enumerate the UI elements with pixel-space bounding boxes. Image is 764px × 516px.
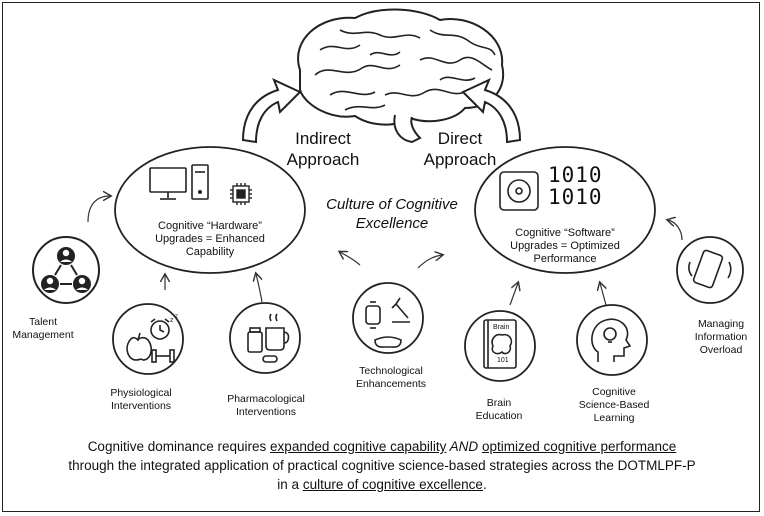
binary-code-icon: 1010 1010 [548, 164, 603, 208]
technological-icon [352, 282, 424, 354]
pharmacological-label: Pharmacological Interventions [227, 393, 305, 418]
caption-line-1: Cognitive dominance requires expanded co… [6, 437, 758, 456]
indirect-approach-label: Indirect Approach [286, 129, 360, 169]
caption-culture: culture of cognitive excellence [302, 477, 483, 492]
caption-line3-post: . [482, 477, 487, 492]
physiological-label: Physiological Interventions [110, 387, 172, 412]
binary-line-1: 1010 [548, 163, 603, 187]
talent-management-icon [32, 236, 100, 304]
pharmacological-icon [229, 302, 301, 374]
computer-icon [149, 164, 209, 200]
caption-line1-pre: Cognitive dominance requires [87, 439, 271, 454]
brain-education-label: Brain Education [475, 397, 523, 422]
software-label: Cognitive “Software” Upgrades = Optimize… [510, 227, 620, 265]
talent-management-label: Talent Management [12, 316, 74, 341]
culture-label: Culture of Cognitive Excellence [326, 196, 458, 232]
thin-arrows [87, 196, 683, 306]
indirect-arrow [241, 78, 302, 144]
book-number: 101 [497, 357, 509, 364]
physiological-icon: z z [112, 303, 184, 375]
caption-line-3: in a culture of cognitive excellence. [6, 475, 758, 494]
caption: Cognitive dominance requires expanded co… [6, 437, 758, 494]
head-lightbulb-icon [576, 304, 648, 376]
disc-icon [499, 171, 539, 211]
caption-line-2: through the integrated application of pr… [68, 458, 696, 473]
technological-label: Technological Enhancements [355, 365, 427, 390]
caption-line3-pre: in a [277, 477, 303, 492]
caption-expanded-capability: expanded cognitive capability [270, 439, 447, 454]
cognitive-science-label: Cognitive Science-Based Learning [578, 386, 650, 424]
hardware-ellipse [114, 146, 306, 274]
svg-text:z: z [170, 317, 174, 324]
book-title: Brain [493, 324, 510, 331]
caption-optimized-performance: optimized cognitive performance [481, 439, 677, 454]
software-ellipse [474, 146, 656, 274]
caption-and: AND [446, 439, 482, 454]
brain-education-icon [464, 310, 536, 382]
smartphone-icon [676, 236, 744, 304]
managing-information-label: Managing Information Overload [694, 318, 748, 356]
binary-line-2: 1010 [548, 185, 603, 209]
chip-icon [230, 183, 252, 205]
direct-approach-label: Direct Approach [423, 129, 497, 169]
svg-text:z: z [175, 314, 178, 320]
hardware-label: Cognitive “Hardware” Upgrades = Enhanced… [155, 220, 265, 258]
direct-arrow [461, 78, 522, 144]
brain-icon [297, 8, 505, 144]
